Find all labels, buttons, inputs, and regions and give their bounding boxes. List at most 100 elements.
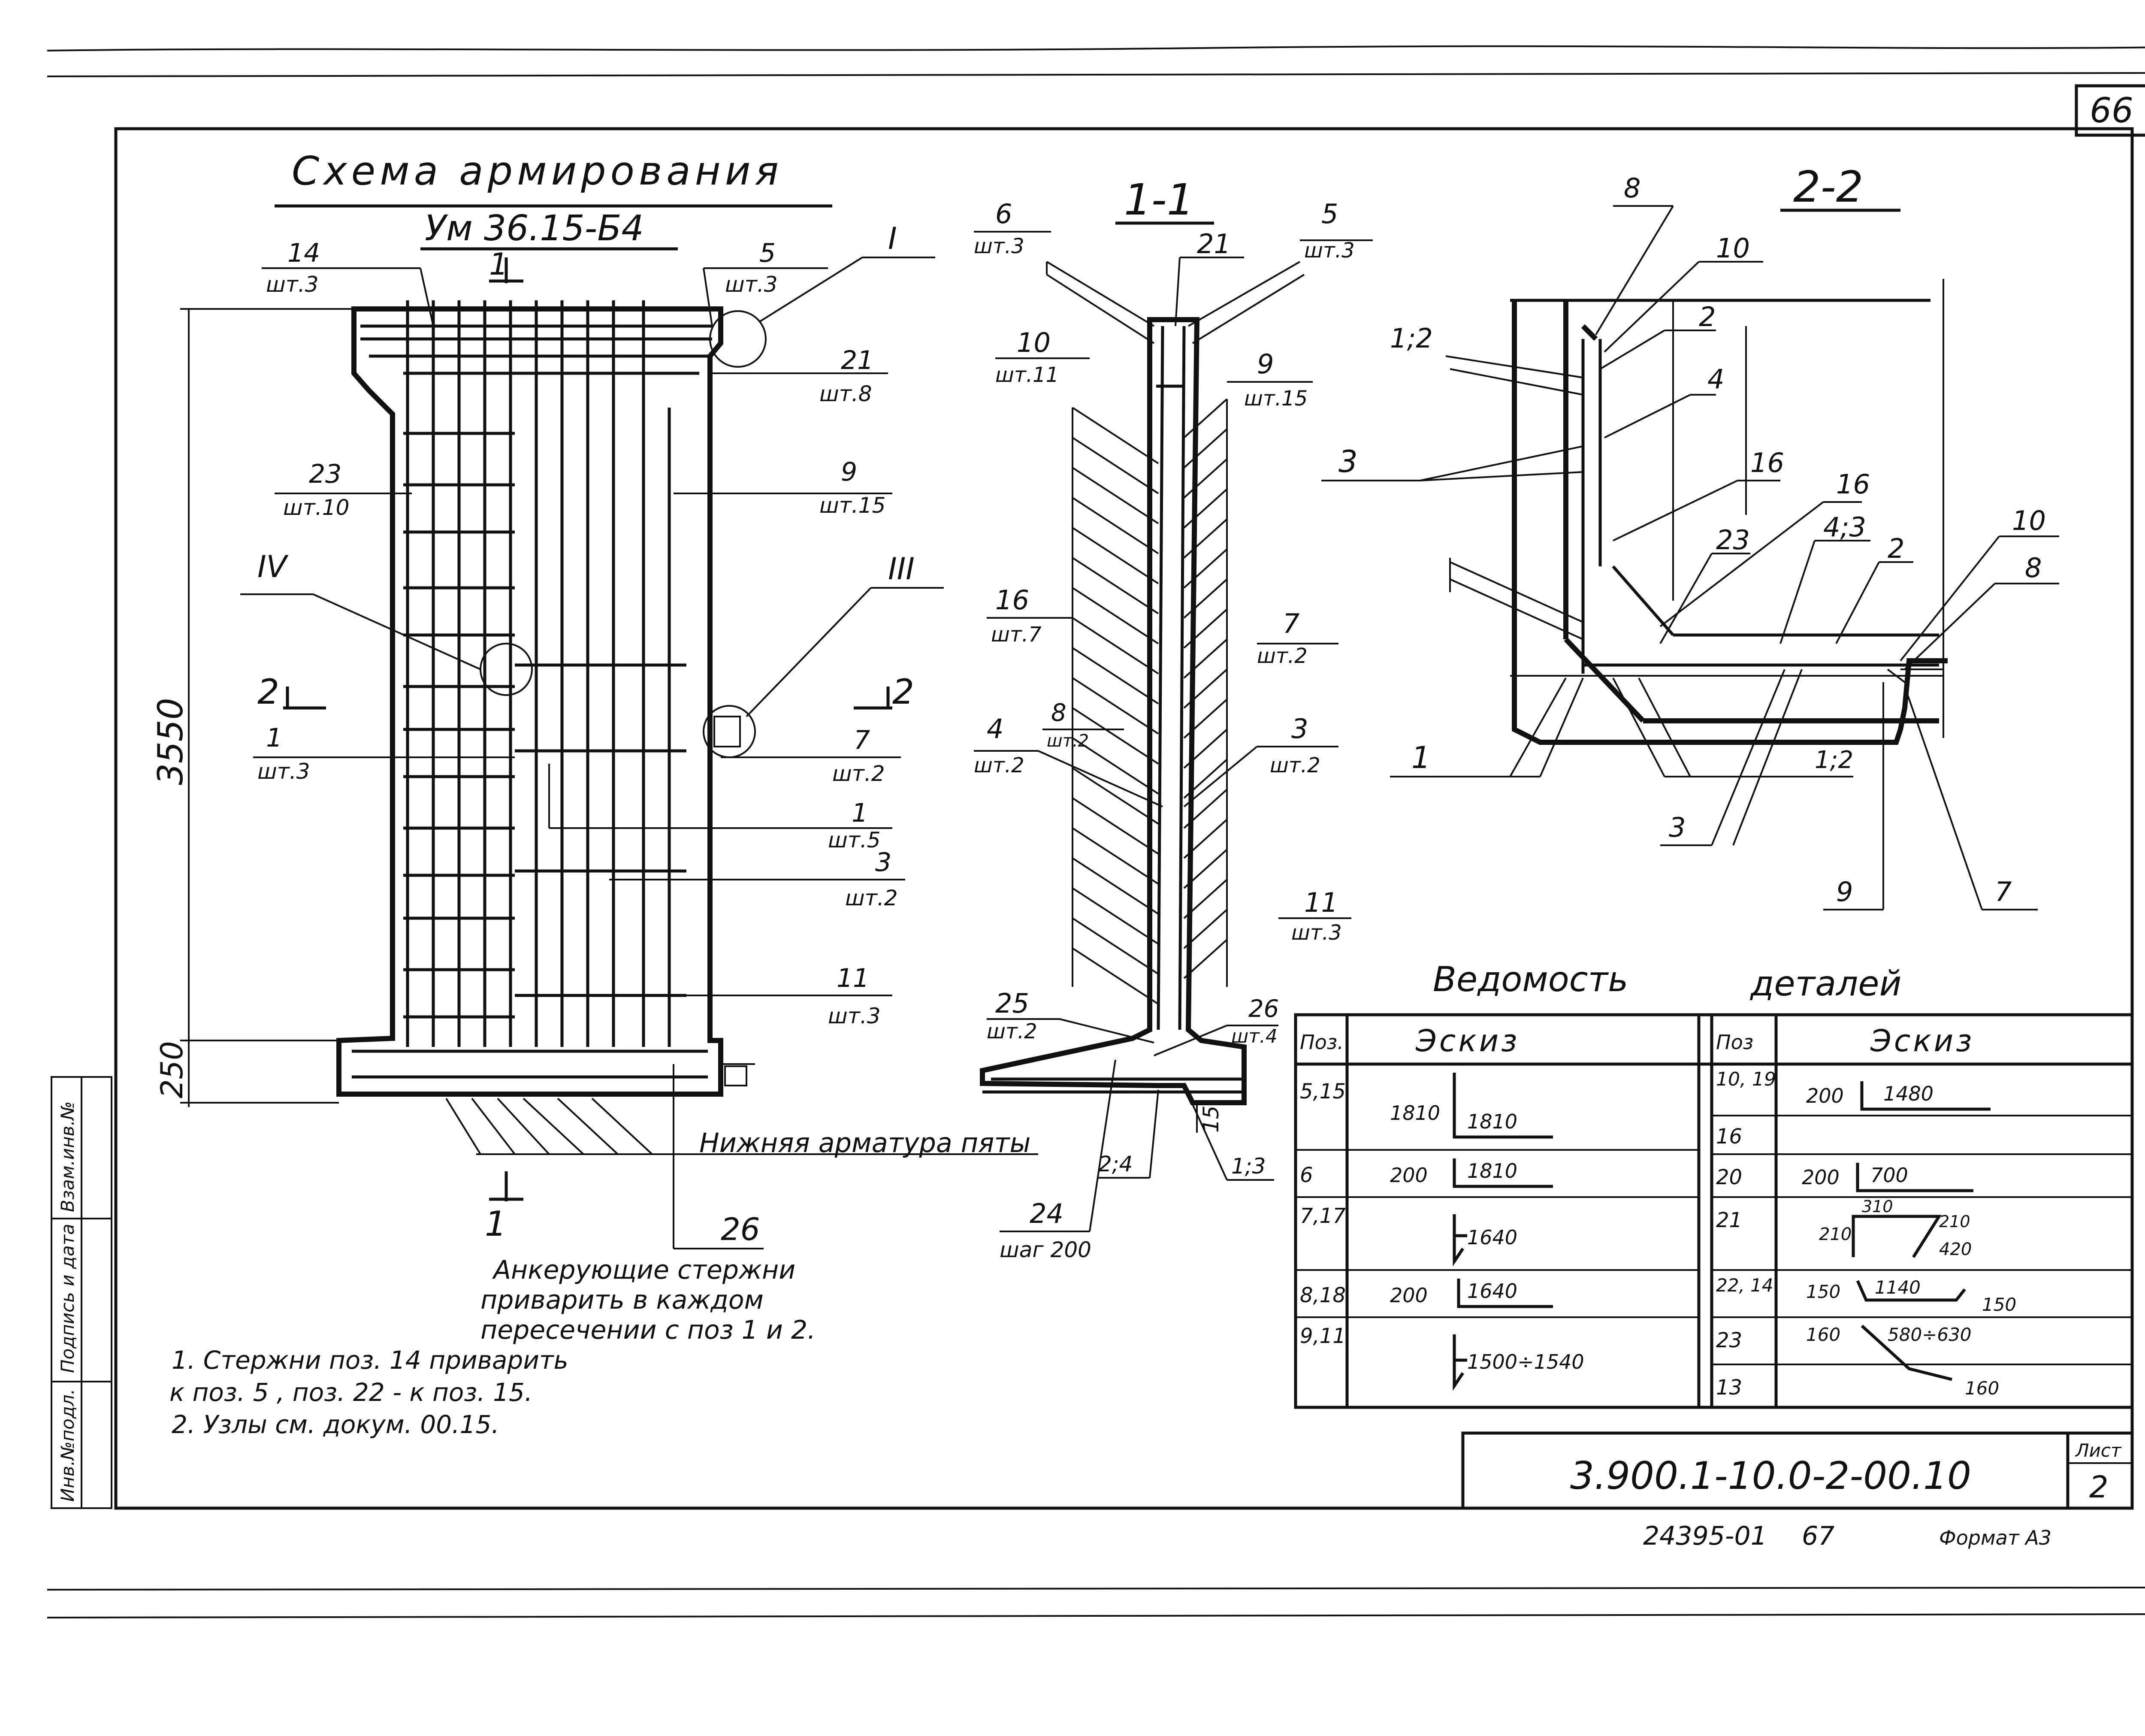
s11-25: 25 (995, 988, 1029, 1019)
callout-1b-qty: шт.5 (828, 828, 881, 853)
row-r1-b: 1480 (1883, 1082, 1934, 1105)
row-l5-b: 1500÷1540 (1467, 1350, 1584, 1373)
callout-21-qty: шт.8 (819, 381, 872, 406)
anchor-note-2: приварить в каждом (480, 1285, 764, 1315)
node-label-1: I (888, 221, 897, 256)
s22-9: 9 (1836, 876, 1853, 907)
left-view: Схема армирования Ум 36.15-Б4 (151, 148, 1038, 1345)
element-outline (336, 306, 723, 1097)
row-r5-c: 150 (1982, 1294, 2016, 1315)
table-title-left: Ведомость (1433, 959, 1628, 999)
sheet-number-box (2075, 84, 2145, 137)
callout-3-pos: 3 (875, 847, 891, 877)
s11-8: 8 (1051, 699, 1066, 727)
row-r1-a: 200 (1806, 1084, 1844, 1107)
th-sketch: Эскиз (1415, 1023, 1520, 1059)
row-r2-pos: 16 (1716, 1125, 1742, 1149)
s11-26-qty: шт.4 (1231, 1025, 1278, 1047)
row-r3-pos: 20 (1716, 1165, 1742, 1189)
dim-height: 3550 (151, 698, 190, 785)
s22-4: 4 (1707, 363, 1724, 395)
row-l1-a: 1810 (1390, 1101, 1440, 1125)
s22-8b: 8 (2025, 552, 2042, 584)
row-r6-c: 160 (1965, 1378, 1999, 1399)
s22-3b: 3 (1669, 812, 1686, 843)
row-r4-a: 310 (1862, 1197, 1893, 1216)
s11-4-qty: шт.2 (974, 753, 1024, 777)
s22-2b: 2 (1888, 533, 1904, 564)
row-r3-a: 200 (1802, 1166, 1840, 1189)
s11-21: 21 (1197, 228, 1231, 260)
bottom-edge-line (47, 1587, 2145, 1591)
s11-16: 16 (995, 584, 1029, 616)
s22-2: 2 (1699, 301, 1716, 333)
callout-7-pos: 7 (854, 725, 870, 755)
stamp-replace: Взам.инв.№ (57, 1101, 78, 1212)
left-view-title: Схема армирования (292, 148, 783, 194)
callout-1-qty: шт.3 (257, 759, 310, 784)
row-l4-b: 1640 (1467, 1279, 1517, 1303)
callout-23-qty: шт.10 (283, 495, 349, 520)
th-sketch2: Эскиз (1870, 1023, 1974, 1059)
left-callouts: 14 шт.3 5 шт.3 21 шт.8 23 шт.10 9 шт.15 … (253, 238, 905, 1028)
dim-base: 250 (154, 1041, 190, 1098)
row-l5-pos: 9,11 (1300, 1324, 1346, 1348)
section-2-2-title: 2-2 (1793, 162, 1863, 212)
s11-6-qty: шт.3 (974, 234, 1024, 258)
row-l1-b: 1810 (1467, 1110, 1517, 1133)
s22-1: 1 (1411, 740, 1431, 775)
callout-21-pos: 21 (841, 345, 873, 375)
s11-5-qty: шт.3 (1304, 239, 1355, 263)
drawing-frame (114, 127, 2134, 1510)
top-edge-line (47, 45, 2145, 51)
s11-16-qty: шт.7 (991, 623, 1042, 647)
row-r4-pos: 21 (1716, 1208, 1742, 1232)
table-title-right: деталей (1749, 964, 1902, 1004)
anchor-note-1: Анкерующие стержни (492, 1255, 795, 1285)
callout-5-pos: 5 (759, 238, 776, 268)
callout-7-qty: шт.2 (832, 761, 885, 786)
s11-3: 3 (1291, 713, 1308, 744)
note-2: к поз. 5 , поз. 22 - к поз. 15. (169, 1378, 532, 1407)
s11-24: 24 (1030, 1198, 1063, 1229)
th-pos2: Поз (1716, 1031, 1753, 1054)
s11-26: 26 (1248, 995, 1279, 1023)
node-label-3: III (888, 551, 915, 587)
callout-14-qty: шт.3 (266, 272, 319, 297)
callout-9-qty: шт.15 (819, 493, 885, 518)
s11-5: 5 (1321, 198, 1338, 230)
stamp-inv: Инв.№подл. (57, 1389, 78, 1502)
note-1: 1. Стержни поз. 14 приварить (172, 1346, 568, 1375)
callout-1b-pos: 1 (852, 798, 868, 828)
row-r5-a: 150 (1806, 1281, 1840, 1302)
section-2-2: 2-2 (1321, 162, 2059, 910)
section-1-1: 1-1 (974, 175, 1373, 1262)
pos-26-label: 26 (721, 1211, 760, 1247)
s11-3-qty: шт.2 (1270, 753, 1320, 777)
row-l4-a: 200 (1390, 1284, 1428, 1307)
title-block: 3.900.1-10.0-2-00.10 Лист 2 24395-01 67 … (1461, 1431, 2134, 1551)
row-l2-b: 1810 (1467, 1159, 1517, 1183)
s11-6: 6 (995, 198, 1012, 230)
page-number: 67 (1802, 1521, 1834, 1551)
s11-8-qty: шт.2 (1047, 731, 1089, 751)
left-view-mark: Ум 36.15-Б4 (425, 208, 644, 249)
anchor-note-3: пересечении с поз 1 и 2. (480, 1315, 816, 1345)
row-l3-b: 1640 (1467, 1226, 1517, 1249)
s11-4: 4 (987, 713, 1003, 744)
s22-23: 23 (1716, 524, 1750, 556)
s22-16b: 16 (1836, 469, 1870, 500)
doc-code: 3.900.1-10.0-2-00.10 (1570, 1454, 1971, 1498)
s11-10: 10 (1017, 327, 1051, 358)
note-3: 2. Узлы см. докум. 00.15. (172, 1410, 499, 1439)
s11-step: шаг 200 (1000, 1237, 1091, 1262)
s11-7-qty: шт.2 (1257, 644, 1308, 668)
s11-11-qty: шт.3 (1291, 921, 1342, 945)
side-stamp: Инв.№подл. Подпись и дата Взам.инв.№ (51, 1076, 112, 1509)
s22-10: 10 (1716, 233, 1750, 264)
section-1-1-callouts: 6 шт.3 21 5 шт.3 10 шт.11 9 шт.15 16 шт.… (974, 198, 1373, 1262)
section-1-1-outline (980, 317, 1247, 1105)
stamp-sign: Подпись и дата (57, 1224, 78, 1373)
s11-10-qty: шт.11 (995, 363, 1059, 387)
